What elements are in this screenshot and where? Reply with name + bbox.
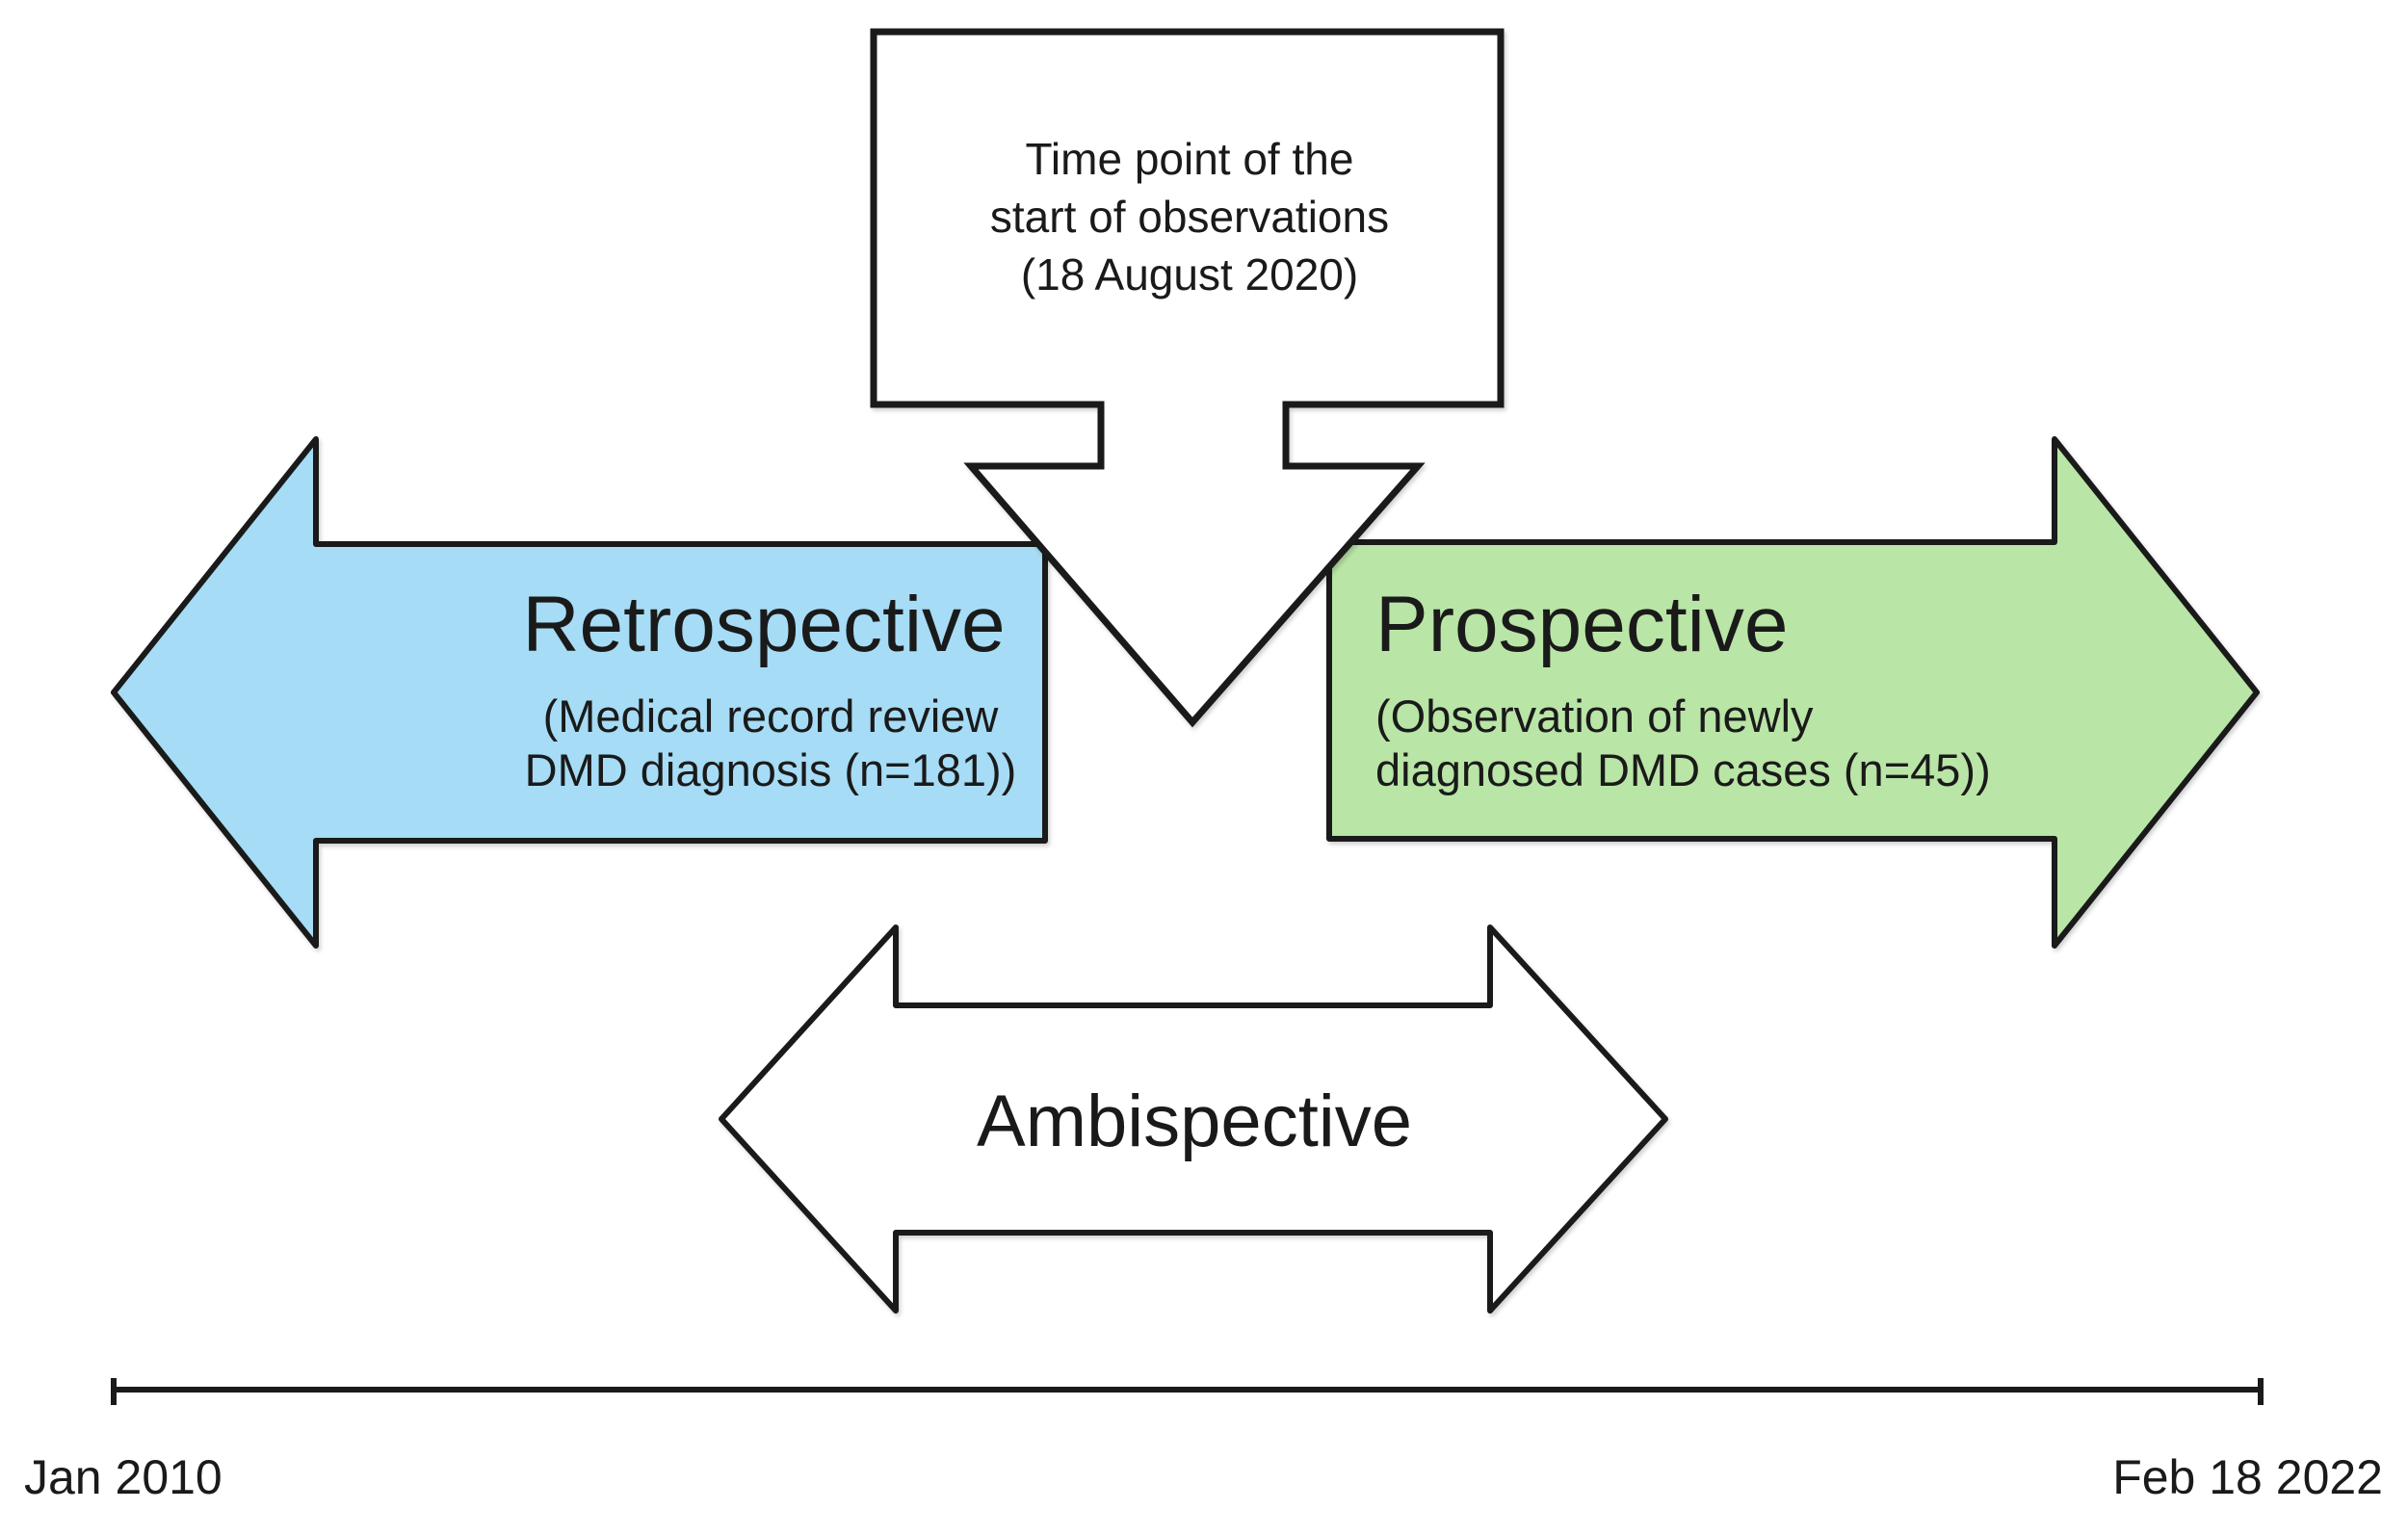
timeline: Jan 2010 Feb 18 2022 [24, 1378, 2383, 1504]
timepoint-line-1: Time point of the [1026, 134, 1354, 184]
ambispective-arrow: Ambispective [719, 924, 1668, 1314]
prospective-title: Prospective [1375, 581, 1788, 668]
ambispective-arrow-shape [719, 924, 1668, 1314]
retrospective-title: Retrospective [522, 581, 1005, 668]
timeline-start-label: Jan 2010 [24, 1450, 222, 1504]
retrospective-arrow: Retrospective (Medical record review DMD… [111, 436, 1048, 949]
retrospective-subtitle-line-2: DMD diagnosis (n=181)) [525, 744, 1017, 795]
retrospective-arrow-shape [111, 436, 1048, 949]
timepoint-line-3: (18 August 2020) [1021, 249, 1358, 299]
timepoint-line-2: start of observations [990, 192, 1389, 242]
retrospective-subtitle-line-1: (Medical record review [543, 690, 1000, 742]
ambispective-label: Ambispective [977, 1080, 1412, 1162]
prospective-subtitle-line-2: diagnosed DMD cases (n=45)) [1375, 744, 1991, 795]
prospective-arrow-shape [1326, 436, 2260, 949]
timepoint-callout-shape [870, 28, 1505, 728]
prospective-subtitle-line-1: (Observation of newly [1375, 690, 1814, 742]
timepoint-callout: Time point of the start of observations … [870, 28, 1505, 728]
timeline-end-label: Feb 18 2022 [2112, 1450, 2383, 1504]
prospective-arrow: Prospective (Observation of newly diagno… [1326, 436, 2260, 949]
